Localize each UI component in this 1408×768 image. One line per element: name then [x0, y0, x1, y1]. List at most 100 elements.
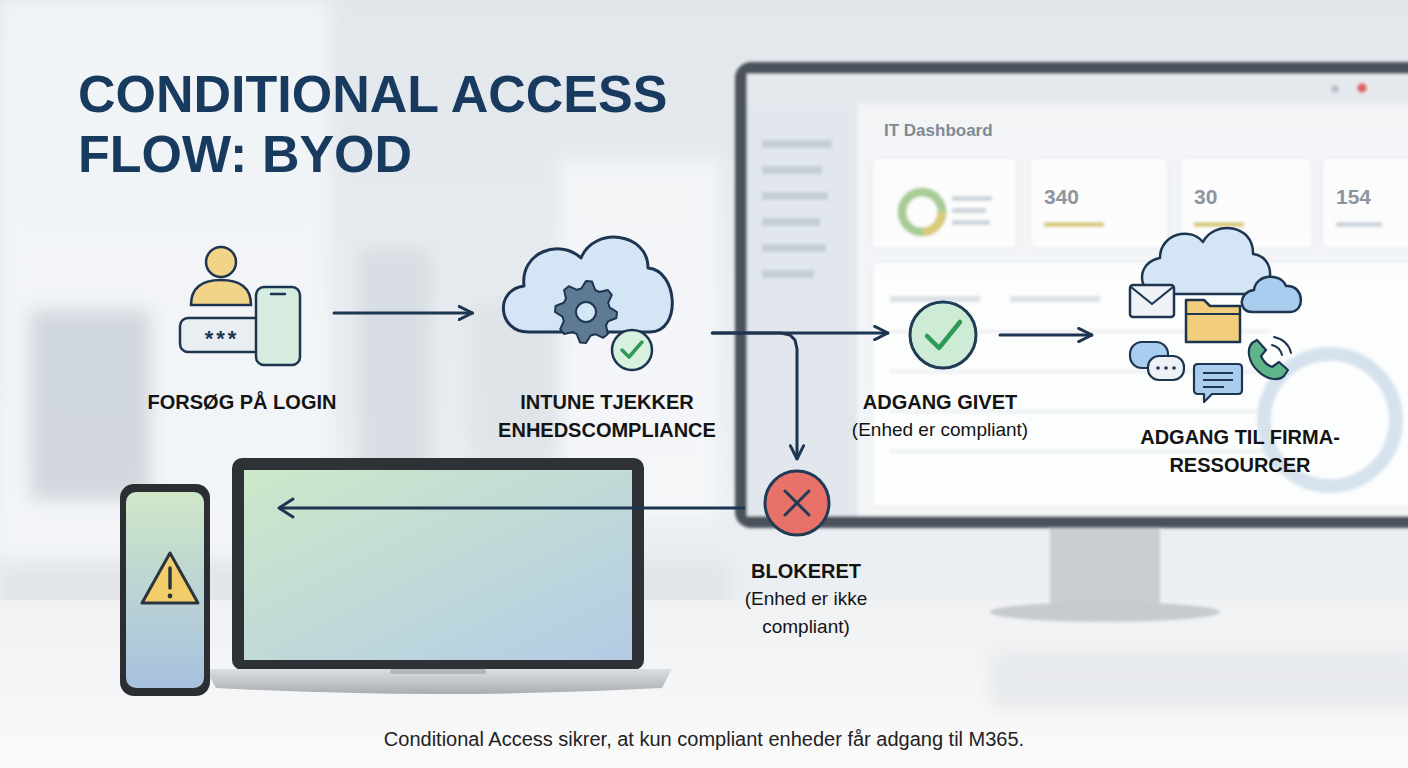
- call-wave: [1274, 337, 1291, 353]
- step-shape: [1130, 228, 1301, 402]
- step-shape: [180, 247, 300, 365]
- flow-step: FORSØG PÅ LOGIN: [122, 225, 362, 416]
- decor-part: [902, 192, 942, 232]
- decor-part: [360, 250, 430, 480]
- decor-part: [1336, 222, 1382, 227]
- decor-part: [1331, 85, 1339, 93]
- flow-step: ADGANG TIL FIRMA-RESSOURCER: [1120, 225, 1360, 479]
- decor-part: [390, 669, 486, 674]
- mail-icon: [1130, 285, 1174, 317]
- decor-part: [1357, 83, 1367, 93]
- decor-part: [1010, 296, 1100, 302]
- decor-part: [126, 492, 204, 688]
- flow-arrow: [334, 312, 472, 315]
- phone-handset: [1249, 340, 1288, 379]
- message-line: [1203, 386, 1224, 388]
- cross-mark: [785, 491, 809, 515]
- decor-part: [244, 470, 632, 660]
- decor-part: [762, 244, 826, 252]
- decor-part: [762, 192, 828, 200]
- chat-dot: [1164, 366, 1168, 370]
- decor-part: [120, 484, 210, 696]
- check-badge: [612, 330, 652, 370]
- user-body: [191, 280, 251, 305]
- decor-part: [762, 270, 814, 278]
- laptop-illustration: [205, 458, 672, 694]
- return-arrow: [279, 499, 745, 517]
- decor-part: [279, 507, 745, 510]
- flow-step: INTUNE TJEKKER ENHEDSCOMPLIANCE: [482, 225, 732, 444]
- flow-arrow: [712, 333, 797, 459]
- blurred-monitor: [735, 62, 1408, 622]
- decor-part: [735, 62, 1408, 528]
- decor-part: [747, 74, 1408, 104]
- diagram-title: CONDITIONAL ACCESS FLOW: BYOD: [78, 64, 778, 184]
- decor-part: [902, 192, 942, 232]
- message-icon: [1194, 364, 1242, 402]
- step-label: FORSØG PÅ LOGIN: [122, 388, 362, 416]
- message-line: [1203, 379, 1233, 381]
- decor-part: [30, 310, 150, 500]
- step-icon: [1120, 225, 1360, 423]
- decor-part: [890, 296, 980, 302]
- decor-part: [232, 458, 644, 670]
- flow-step: ADGANG GIVET(Enhed er compliant): [830, 297, 1050, 444]
- decor-part: [762, 218, 820, 226]
- chat-dot: [1156, 366, 1160, 370]
- message-line: [1203, 372, 1233, 374]
- flow-step: BLOKERET(Enhed er ikke compliant): [721, 465, 891, 641]
- blocked-circle: [765, 471, 829, 535]
- cloud-icon: [1242, 277, 1301, 312]
- cross-mark: [785, 491, 809, 515]
- step-note: (Enhed er compliant): [830, 416, 1050, 444]
- step-note: (Enhed er ikke compliant): [721, 585, 891, 641]
- flow-arrow: [1000, 334, 1092, 337]
- step-icon: [122, 225, 362, 388]
- phone-icon: [256, 287, 300, 365]
- decor-part: [762, 140, 832, 148]
- call-wave: [1272, 345, 1282, 355]
- dashboard-text: 340: [1044, 184, 1079, 210]
- decor-part: [1030, 158, 1168, 248]
- blurred-keyboard: [990, 650, 1408, 710]
- dashboard-text: 154: [1336, 184, 1371, 210]
- mail-flap: [1131, 287, 1173, 304]
- decor-part: [952, 220, 990, 225]
- decor-part: [205, 669, 672, 694]
- check-mark: [927, 322, 960, 348]
- password-field: [180, 318, 264, 352]
- decor-part: [872, 158, 1017, 248]
- check-mark: [622, 342, 642, 357]
- decor-part: [747, 104, 857, 516]
- decor-part: [1322, 158, 1408, 248]
- decor-part: [762, 166, 822, 174]
- decor-part: [952, 208, 986, 213]
- decor-part: [990, 650, 1408, 710]
- decor-part: [747, 74, 1408, 516]
- decor-part: [1194, 222, 1244, 227]
- user-head: [206, 247, 236, 277]
- chat-icon: [1148, 356, 1184, 380]
- step-label: INTUNE TJEKKER ENHEDSCOMPLIANCE: [482, 388, 732, 444]
- decor-part: [142, 553, 198, 603]
- step-shape: [765, 471, 829, 535]
- decor-part: [168, 568, 172, 588]
- decor-part: [872, 262, 1408, 507]
- phone-speaker: [271, 293, 285, 296]
- dashboard-text: 30: [1194, 184, 1217, 210]
- folder-edge: [1186, 313, 1240, 315]
- diagram-caption: Conditional Access sikrer, at kun compli…: [0, 726, 1408, 752]
- step-label: ADGANG GIVET: [830, 388, 1050, 416]
- step-shape: [503, 237, 672, 370]
- step-icon: [830, 297, 1050, 388]
- gear-hole: [576, 302, 596, 322]
- step-icon: [482, 225, 732, 388]
- phone-illustration: [120, 484, 210, 696]
- success-circle: [910, 302, 976, 368]
- folder-icon: [1186, 300, 1240, 342]
- decor-part: [1050, 520, 1160, 610]
- step-label: ADGANG TIL FIRMA-RESSOURCER: [1120, 423, 1360, 479]
